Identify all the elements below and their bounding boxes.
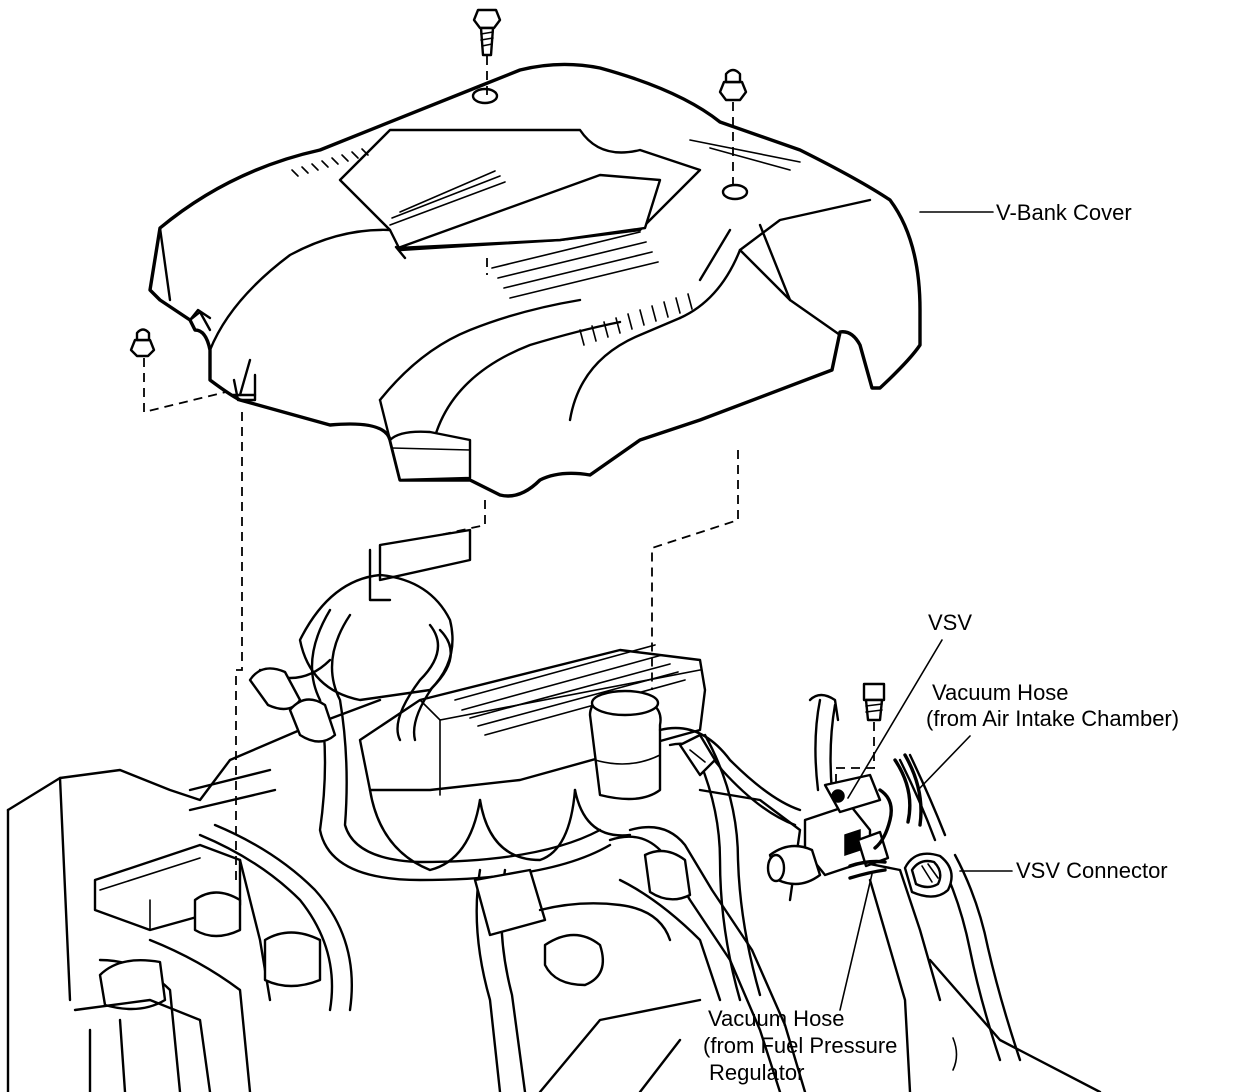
left-nut	[129, 328, 156, 358]
label-vacuum-hose-air: Vacuum Hose (from Air Intake Chamber)	[917, 680, 1179, 791]
label-v-bank-cover: V-Bank Cover	[919, 200, 1132, 225]
label-vsv: VSV	[847, 610, 972, 799]
vacuum-hose-fuel-label-line1: Vacuum Hose	[708, 1006, 845, 1031]
v-bank-cover-label: V-Bank Cover	[996, 200, 1132, 225]
vsv-label: VSV	[928, 610, 972, 635]
vsv-connector-label: VSV Connector	[1016, 858, 1168, 883]
vsv-assembly	[766, 682, 953, 898]
vacuum-hose-air-label-line2: (from Air Intake Chamber)	[926, 706, 1179, 731]
vsv-mounting-bolt	[862, 682, 886, 722]
vacuum-hose-fuel-label-line2: (from Fuel Pressure	[703, 1033, 897, 1058]
right-nut	[718, 68, 748, 102]
top-bolt	[472, 8, 502, 57]
cover-vent-slots	[291, 139, 801, 346]
vacuum-hose-air-label-line1: Vacuum Hose	[932, 680, 1069, 705]
vacuum-hose-fuel-label-line3: Regulator	[709, 1060, 804, 1085]
v-bank-cover	[148, 62, 922, 498]
label-vsv-connector: VSV Connector	[959, 858, 1168, 883]
vsv-connector	[903, 852, 953, 898]
label-vacuum-hose-fuel: Vacuum Hose (from Fuel Pressure Regulato…	[703, 873, 958, 1085]
